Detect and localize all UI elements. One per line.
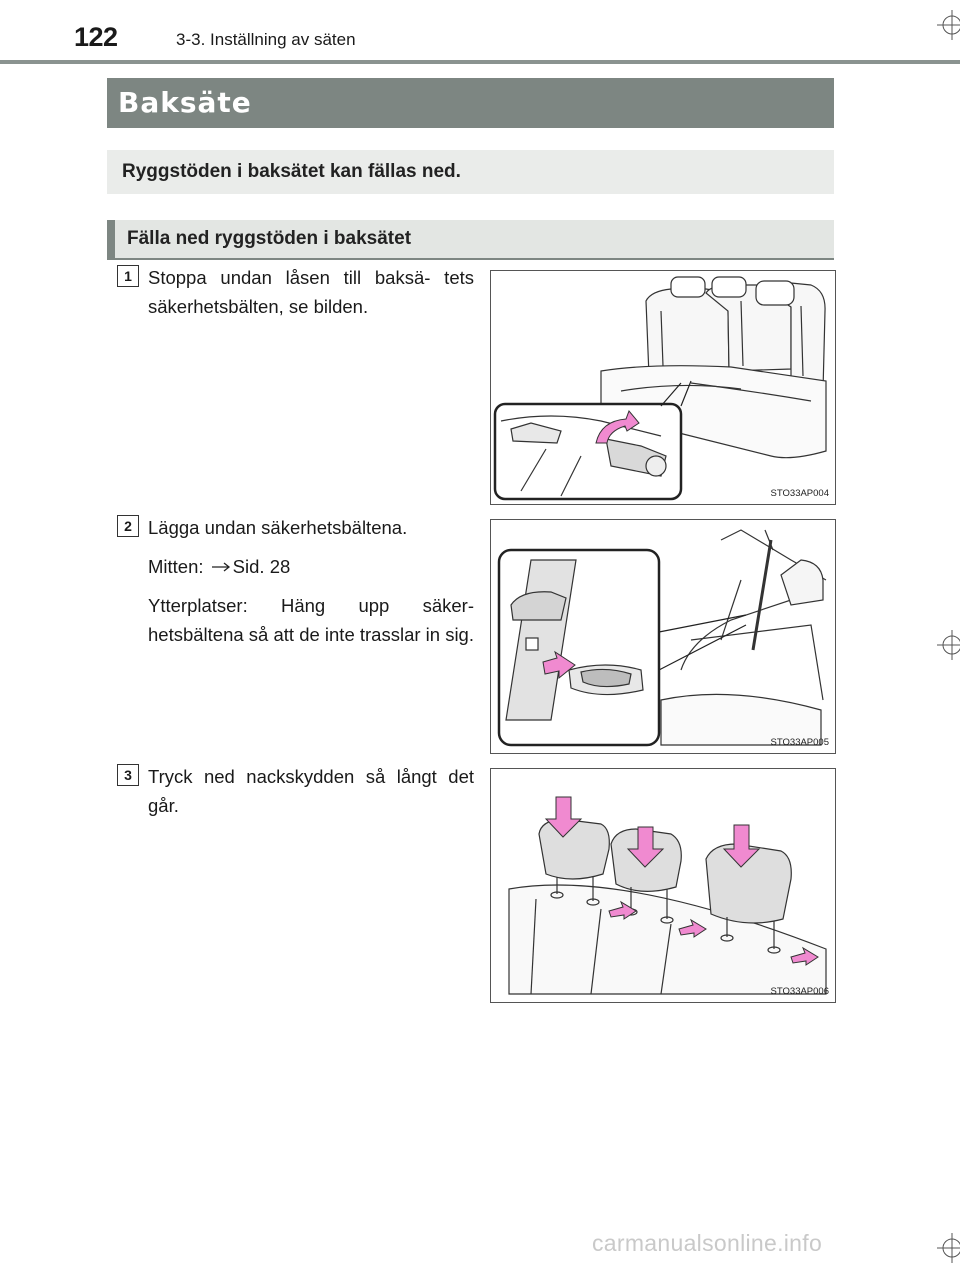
step-text: Tryck ned nackskydden så långt det går. xyxy=(148,762,474,830)
intro-text: Ryggstöden i baksätet kan fällas ned. xyxy=(122,161,461,182)
intro-box: Ryggstöden i baksätet kan fällas ned. xyxy=(107,150,834,194)
section-reference: 3-3. Inställning av säten xyxy=(176,30,356,49)
footer-watermark: carmanualsonline.info xyxy=(592,1230,823,1256)
figure-headrests-down: STO33AP006 xyxy=(490,768,836,1003)
figure-rear-seat-belt-buckles: STO33AP004 xyxy=(490,270,836,505)
subheading: Fälla ned ryggstöden i baksätet xyxy=(107,220,834,260)
step-paragraph: Lägga undan säkerhetsbältena. xyxy=(148,517,408,538)
rear-seat-illustration xyxy=(493,276,827,501)
cross-reference: Mitten: Sid. 28 xyxy=(148,552,474,581)
subheading-text: Fälla ned ryggstöden i baksätet xyxy=(127,228,412,249)
step-number: 2 xyxy=(117,515,139,537)
step-paragraph: Ytterplatser: Häng upp säker- hetsbälten… xyxy=(148,595,474,645)
headrest-illustration xyxy=(508,796,827,995)
subheading-accent xyxy=(107,220,115,258)
page-title: Baksäte xyxy=(118,86,252,119)
page-number: 122 xyxy=(74,22,118,52)
step-number: 1 xyxy=(117,265,139,287)
registration-mark-icon xyxy=(937,630,960,660)
seat-belt-illustration xyxy=(497,529,827,747)
arrow-right-icon xyxy=(211,562,230,572)
figure-label: STO33AP005 xyxy=(770,737,829,748)
figure-label: STO33AP004 xyxy=(770,488,829,499)
step-number: 3 xyxy=(117,764,139,786)
registration-mark-icon xyxy=(937,10,960,40)
header-rule xyxy=(0,60,960,64)
figure-label: STO33AP006 xyxy=(770,986,829,997)
title-bar: Baksäte xyxy=(107,78,834,128)
step-paragraph: Tryck ned nackskydden så långt det går. xyxy=(148,766,474,816)
xref-target-link[interactable]: Sid. 28 xyxy=(232,556,291,577)
figure-seat-belt-hook: STO33AP005 xyxy=(490,519,836,754)
step-text: Lägga undan säkerhetsbältena. Mitten: Si… xyxy=(148,513,474,659)
xref-prefix: Mitten: xyxy=(148,556,204,577)
registration-mark-icon xyxy=(937,1233,960,1263)
step-text: Stoppa undan låsen till baksä- tets säke… xyxy=(148,263,474,331)
step-paragraph: Stoppa undan låsen till baksä- tets säke… xyxy=(148,267,474,317)
